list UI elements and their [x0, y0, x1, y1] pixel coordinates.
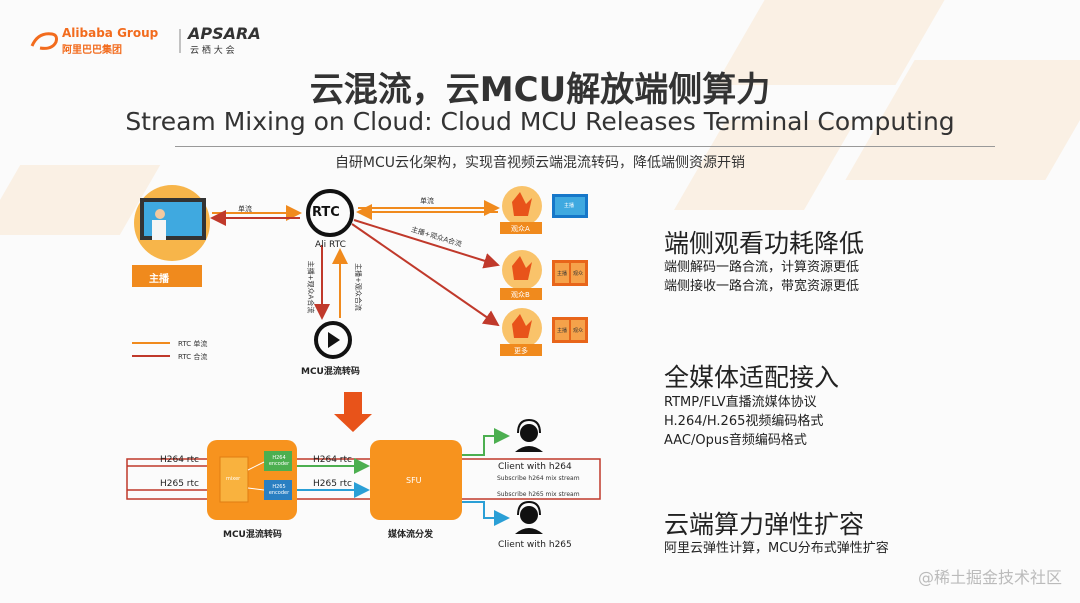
title-divider [175, 146, 995, 147]
h264-input-label: H264 rtc [160, 455, 199, 465]
client-h264-headset-icon [515, 418, 543, 452]
client-h265-label: Client with h265 [498, 540, 572, 550]
alibaba-logo-icon [30, 29, 181, 53]
subscribe-h265-label: Subscribe h265 mix stream [497, 491, 580, 498]
h264-encoder-box [264, 451, 292, 471]
feature-heading: 全媒体适配接入 [664, 363, 840, 392]
subscribe-h264-label: Subscribe h264 mix stream [497, 475, 580, 482]
viewer-more-label: 更多 [514, 347, 528, 355]
rtc-label: Ali RTC [315, 240, 346, 250]
screen-more-viewer: 观众 [573, 328, 584, 334]
screen-more-host: 主播 [557, 328, 568, 334]
legend-mixed-label: RTC 合流 [178, 353, 208, 361]
h265-input-label: H265 rtc [160, 479, 199, 489]
mcu-label: MCU混流转码 [301, 367, 360, 377]
up-link-label: 主播+观众合流 [353, 263, 362, 311]
viewer-a-label: 观众A [511, 225, 530, 233]
watermark: @稀土掘金技术社区 [917, 568, 1062, 587]
screen-b-viewer: 观众 [573, 271, 584, 277]
apsara-name: APSARA [188, 24, 261, 43]
feature-text: 端侧解码一路合流，计算资源更低 [664, 260, 860, 275]
client-h264-label: Client with h264 [498, 462, 572, 472]
viewer-b-avatar [500, 250, 542, 300]
rtc-icon [306, 189, 354, 237]
page-title-en: Stream Mixing on Cloud: Cloud MCU Releas… [125, 107, 955, 136]
sfu-box [370, 440, 462, 520]
subtitle: 自研MCU云化架构，实现音视频云端混流转码，降低端侧资源开销 [334, 155, 746, 171]
mcu-box-label: MCU混流转码 [223, 530, 282, 540]
sfu-text: SFU [406, 476, 422, 485]
alibaba-name: Alibaba Group [62, 26, 159, 40]
header-logos: Alibaba Group 阿里巴巴集团 APSARA 云 栖 大 会 [28, 24, 261, 56]
feature-text: 阿里云弹性计算，MCU分布式弹性扩容 [664, 541, 889, 556]
viewer-a-link-label: 单流 [420, 197, 434, 205]
h265-output-label: H265 rtc [313, 479, 352, 489]
host-label-box [132, 265, 202, 287]
alibaba-name-cn: 阿里巴巴集团 [62, 45, 122, 56]
down-arrow-icon [334, 392, 372, 432]
viewer-b-label: 观众B [511, 291, 530, 299]
sfu-label: 媒体流分发 [388, 530, 434, 540]
down-link-label: 主播+观众A合流 [306, 260, 315, 314]
h264-encoder-label: H264 encoder [268, 455, 290, 467]
viewer-more-avatar [500, 308, 542, 356]
page-title: 云混流，云MCU解放端侧算力 [309, 70, 771, 110]
apsara-name-cn: 云 栖 大 会 [190, 46, 235, 56]
h265-encoder-box [264, 480, 292, 500]
feature-heading: 端侧观看功耗降低 [664, 229, 865, 258]
host-link-label: 单流 [238, 205, 252, 213]
h264-output-label: H264 rtc [313, 455, 352, 465]
feature-heading: 云端算力弹性扩容 [664, 510, 865, 539]
client-h265-headset-icon [515, 500, 543, 534]
feature-text: RTMP/FLV直播流媒体协议 [664, 395, 817, 410]
h265-encoder-label: H265 encoder [268, 484, 290, 496]
feature-text: H.264/H.265视频编码格式 [664, 414, 824, 429]
rtc-icon-text: RTC [312, 205, 340, 220]
viewer-a-avatar [500, 186, 542, 234]
feature-text: AAC/Opus音频编码格式 [664, 433, 807, 448]
legend-single-label: RTC 单流 [178, 340, 208, 348]
host-label: 主播 [149, 274, 169, 285]
mixer-text: mixer [226, 476, 241, 482]
mcu-icon [314, 321, 352, 359]
screen-a-text: 主播 [564, 203, 575, 209]
screen-b-host: 主播 [557, 271, 568, 277]
feature-text: 端侧接收一路合流，带宽资源更低 [664, 279, 860, 294]
